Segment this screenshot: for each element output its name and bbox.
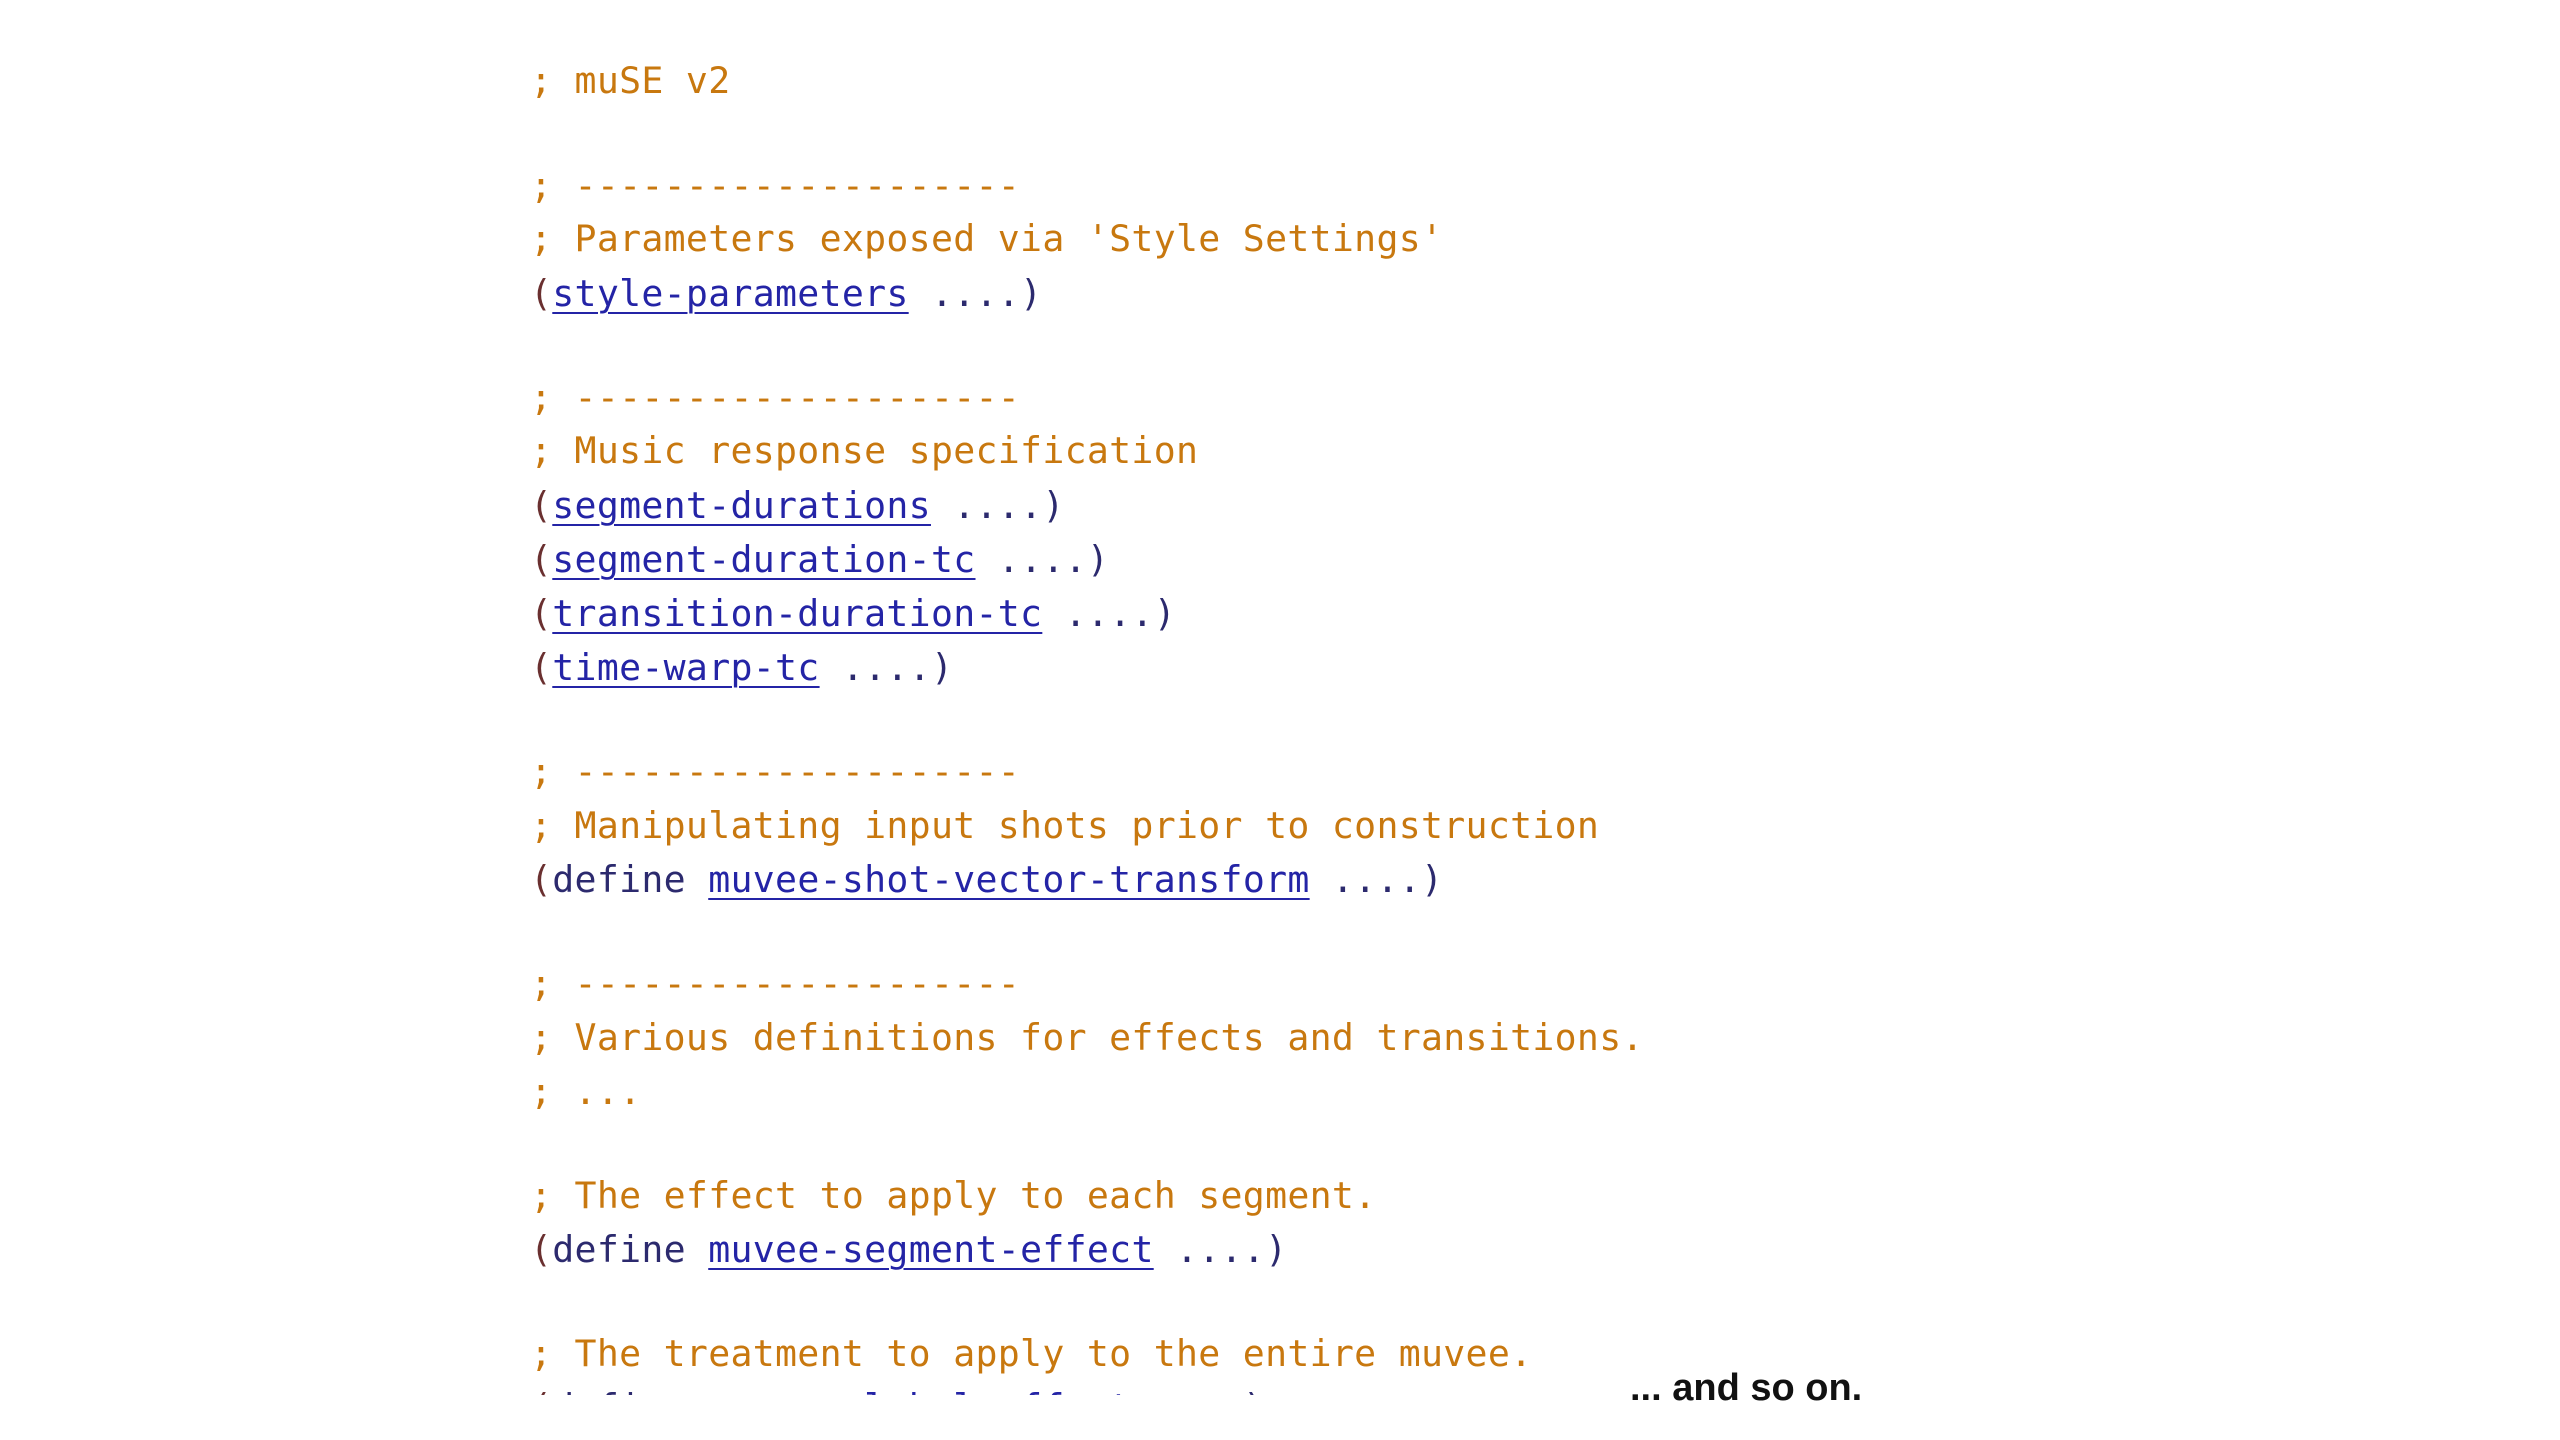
define-keyword: define: [552, 858, 686, 901]
code-line-segment-durations: (segment-durations ....): [530, 480, 1065, 532]
identifier-link[interactable]: muvee-shot-vector-transform: [708, 858, 1310, 901]
ellipsis-close: ....): [975, 538, 1110, 581]
identifier-link[interactable]: time-warp-tc: [552, 646, 820, 689]
ellipsis-close: ....): [930, 484, 1065, 527]
ellipsis-close: ....): [1153, 1228, 1288, 1271]
code-line-time-warp-tc: (time-warp-tc ....): [530, 642, 953, 694]
identifier-link[interactable]: style-parameters: [552, 272, 909, 315]
identifier-link[interactable]: segment-duration-tc: [552, 538, 976, 581]
section-comment-segment-effect: ; The effect to apply to each segment.: [530, 1174, 1377, 1217]
open-paren: (: [530, 272, 553, 315]
code-line-global-effect: (define muvee-global-effect ....): [530, 1382, 1265, 1395]
header-comment: ; muSE v2: [530, 59, 731, 102]
identifier-link[interactable]: segment-durations: [552, 484, 931, 527]
define-keyword: define: [552, 1228, 686, 1271]
define-keyword: define: [552, 1386, 686, 1395]
open-paren: (: [530, 484, 553, 527]
section-comment-music-response: ; Music response specification: [530, 429, 1199, 472]
open-paren: (: [530, 538, 553, 581]
code-view: ; muSE v2 ; -------------------- ; Param…: [530, 59, 1644, 1395]
open-paren: (: [530, 1386, 552, 1395]
identifier-link[interactable]: muvee-global-effect: [708, 1386, 1131, 1395]
ellipsis-close: ....): [819, 646, 954, 689]
ellipsis-close: ....): [908, 272, 1043, 315]
ellipsis-close: ....): [1131, 1386, 1265, 1395]
ellipsis-close: ....): [1042, 592, 1176, 635]
section-divider: ; --------------------: [530, 750, 1021, 793]
section-comment-style-settings: ; Parameters exposed via 'Style Settings…: [530, 217, 1444, 260]
code-line-transition-duration-tc: (transition-duration-tc ....): [530, 588, 1176, 640]
section-comment-global-treatment: ; The treatment to apply to the entire m…: [530, 1332, 1533, 1375]
section-comment-ellipsis: ; ...: [530, 1070, 642, 1113]
open-paren: (: [530, 1228, 553, 1271]
code-line-style-parameters: (style-parameters ....): [530, 268, 1042, 320]
section-divider: ; --------------------: [530, 164, 1021, 207]
open-paren: (: [530, 646, 553, 689]
code-line-shot-vector-transform: (define muvee-shot-vector-transform ....…: [530, 854, 1443, 906]
open-paren: (: [530, 858, 553, 901]
ellipsis-close: ....): [1309, 858, 1444, 901]
section-divider: ; --------------------: [530, 962, 1021, 1005]
identifier-link[interactable]: muvee-segment-effect: [708, 1228, 1154, 1271]
section-comment-manipulating-shots: ; Manipulating input shots prior to cons…: [530, 804, 1600, 847]
section-divider: ; --------------------: [530, 376, 1021, 419]
code-line-segment-duration-tc: (segment-duration-tc ....): [530, 534, 1109, 586]
and-so-on-caption: ... and so on.: [1630, 1367, 1863, 1409]
code-line-segment-effect: (define muvee-segment-effect ....): [530, 1224, 1287, 1276]
open-paren: (: [530, 592, 553, 635]
identifier-link[interactable]: transition-duration-tc: [552, 592, 1043, 635]
section-comment-definitions: ; Various definitions for effects and tr…: [530, 1016, 1644, 1059]
